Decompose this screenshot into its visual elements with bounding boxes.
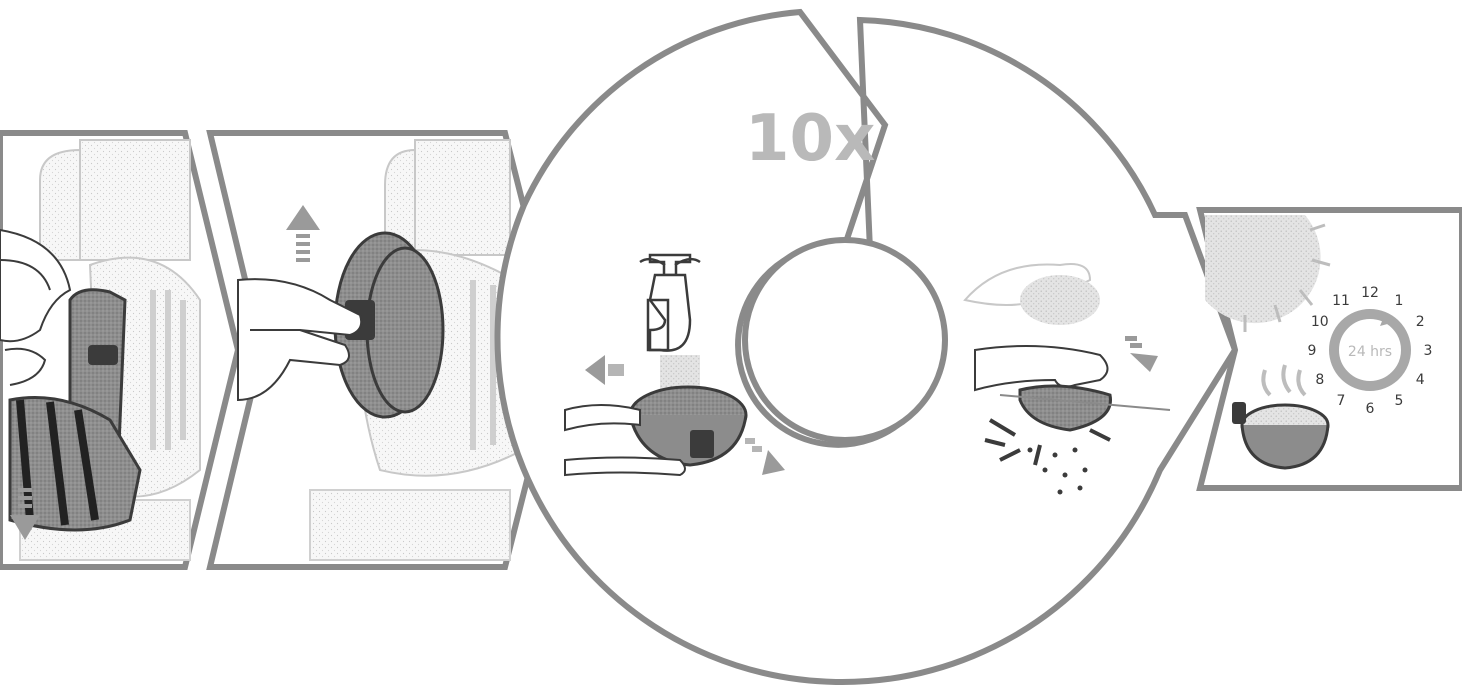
- clock-number: 8: [1315, 372, 1324, 388]
- clock-number: 7: [1337, 393, 1346, 409]
- remove-filter-step: [0, 133, 238, 567]
- inner-circle: [745, 240, 945, 440]
- clock-number: 10: [1311, 314, 1329, 330]
- clock-number: 11: [1332, 293, 1350, 309]
- clock-number: 9: [1308, 343, 1317, 359]
- clock-number: 3: [1424, 343, 1433, 359]
- clock-number: 1: [1395, 293, 1404, 309]
- clock-number: 12: [1361, 285, 1379, 301]
- clock-number: 5: [1395, 393, 1404, 409]
- clock-number: 4: [1416, 372, 1425, 388]
- clock-number: 2: [1416, 314, 1425, 330]
- clock-number: 6: [1366, 401, 1375, 417]
- clock-duration-label: 24 hrs: [1348, 344, 1392, 360]
- repeat-count-label: 10x: [745, 102, 875, 176]
- repeat-cycle-group: 10x: [497, 12, 1235, 682]
